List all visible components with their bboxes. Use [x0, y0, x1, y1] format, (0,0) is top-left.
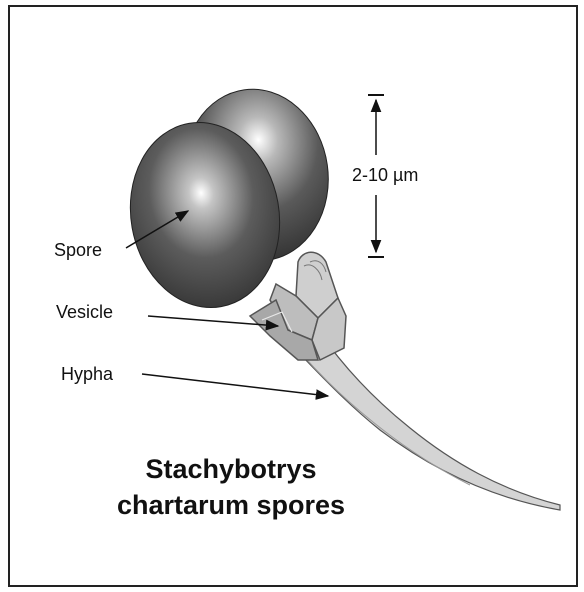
spore-label: Spore	[54, 240, 102, 260]
title-line-1: Stachybotrys	[145, 454, 316, 484]
title-line-2: chartarum spores	[117, 490, 345, 520]
measurement-label: 2-10 µm	[352, 165, 418, 185]
hypha-label: Hypha	[61, 364, 114, 384]
vesicle-label: Vesicle	[56, 302, 113, 322]
